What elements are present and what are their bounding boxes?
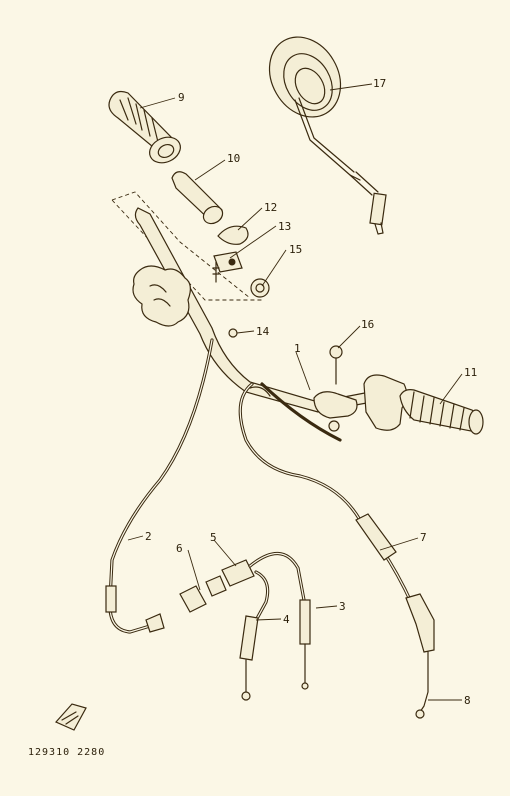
collar-15-hole: [255, 283, 265, 293]
callout-15: 15: [289, 243, 302, 256]
cable-7-wire: [419, 651, 429, 713]
cable-7-adjuster: [405, 593, 435, 653]
cable-4-outer: [252, 570, 270, 626]
cable-junction: [179, 551, 311, 701]
cable-7-sleeve: [355, 513, 397, 561]
mirror-head: [268, 36, 342, 118]
mirror-assembly: [268, 36, 387, 235]
callout-13: 13: [278, 220, 291, 233]
mirror-bolt-thread: [374, 222, 384, 235]
mirror-inner-ring: [283, 53, 333, 111]
mirror-bolt: [369, 192, 387, 226]
mirror-stem-lower: [349, 171, 379, 196]
left-grip-ribs: [119, 97, 159, 143]
adjuster-5: [221, 559, 255, 587]
cable-2-end: [145, 613, 165, 633]
callout-2: 2: [145, 530, 152, 543]
cable-4-inner: [253, 571, 269, 625]
throttle-cable-7: [238, 382, 435, 719]
assembly-leader-frame: [111, 191, 262, 301]
left-switch-housing: [132, 265, 191, 327]
front-arrow-icon: [55, 703, 87, 731]
bracket-plate: [313, 391, 358, 419]
cable-3-boot: [299, 599, 311, 645]
handlebar-clamp-area: [249, 386, 271, 397]
housing-cap-12: [217, 225, 249, 245]
callout-9: 9: [178, 91, 185, 104]
callout-14: 14: [256, 325, 270, 338]
junction-block-6: [179, 585, 207, 613]
cable-2-boot: [105, 585, 117, 613]
handlebar-tube: [134, 207, 373, 413]
callout-10: 10: [227, 152, 240, 165]
housing-screw-13: [228, 258, 236, 266]
cable-7-second: [260, 382, 342, 442]
mirror-stem: [294, 97, 361, 181]
cable-8-nipple: [415, 709, 425, 719]
clutch-cable-2: [105, 338, 214, 634]
cable-2-inner: [109, 339, 213, 633]
left-grip-flange: [149, 136, 181, 164]
throttle-tube: [171, 171, 224, 225]
housing-screw-stem: [212, 261, 220, 283]
callout-8: 8: [464, 694, 471, 707]
callout-5: 5: [210, 531, 217, 544]
right-grip-ribs: [409, 391, 465, 431]
left-switch-detail: [149, 284, 171, 307]
throttle-tube-end: [202, 205, 224, 225]
callout-6: 6: [176, 542, 183, 555]
screw-14: [228, 328, 238, 338]
throttle-housing-parts: [212, 225, 270, 338]
collar-15: [250, 278, 270, 298]
throttle-housing-right: [363, 374, 408, 431]
right-grip-end: [468, 409, 484, 435]
lever-bracket: [313, 345, 358, 432]
callout-7: 7: [420, 531, 427, 544]
left-grip: [108, 90, 181, 164]
housing-body-13: [213, 251, 243, 273]
cable-3-end: [301, 682, 309, 690]
callout-3: 3: [339, 600, 346, 613]
bracket-screw: [328, 420, 340, 432]
cable-4-boot: [239, 615, 259, 661]
right-grip-assembly: [363, 374, 484, 435]
left-grip-hole: [157, 143, 175, 159]
bolt-16-head: [329, 345, 343, 359]
callout-17: 17: [373, 77, 386, 90]
callout-leaders: [127, 83, 463, 701]
callout-labels: 1 2 3 4 5 6 7 8 9 10 11 12 13 14 15 16 1…: [145, 77, 477, 707]
drawing-code: 129310 2280: [28, 747, 105, 758]
cable-4-end: [241, 691, 251, 701]
handlebar: [134, 207, 373, 413]
callout-16: 16: [361, 318, 374, 331]
cable-3-inner: [249, 552, 305, 601]
callout-11: 11: [464, 366, 477, 379]
mirror-inner-ring-2: [294, 67, 326, 105]
callout-4: 4: [283, 613, 290, 626]
callout-1: 1: [294, 342, 301, 355]
junction-nut: [205, 575, 227, 597]
callout-12: 12: [264, 201, 277, 214]
